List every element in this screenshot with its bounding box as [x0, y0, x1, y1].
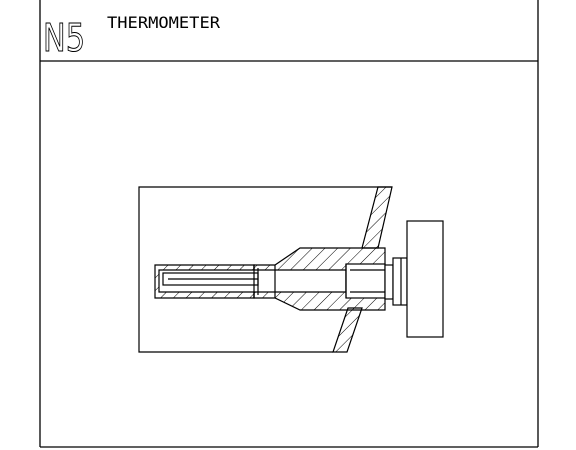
connector-flange [392, 257, 408, 306]
thermometer-drawing [138, 186, 444, 353]
lower-wall-section [332, 307, 363, 353]
upper-wall-section [361, 186, 393, 249]
bore-cavity [345, 263, 386, 299]
connector-neck [384, 264, 394, 300]
pipe-wall-outline [138, 186, 392, 353]
sheet-frame [39, 0, 539, 448]
symbol-code: N5 [43, 16, 85, 60]
dial-head [406, 220, 444, 338]
symbol-title: THERMOMETER [107, 13, 220, 32]
